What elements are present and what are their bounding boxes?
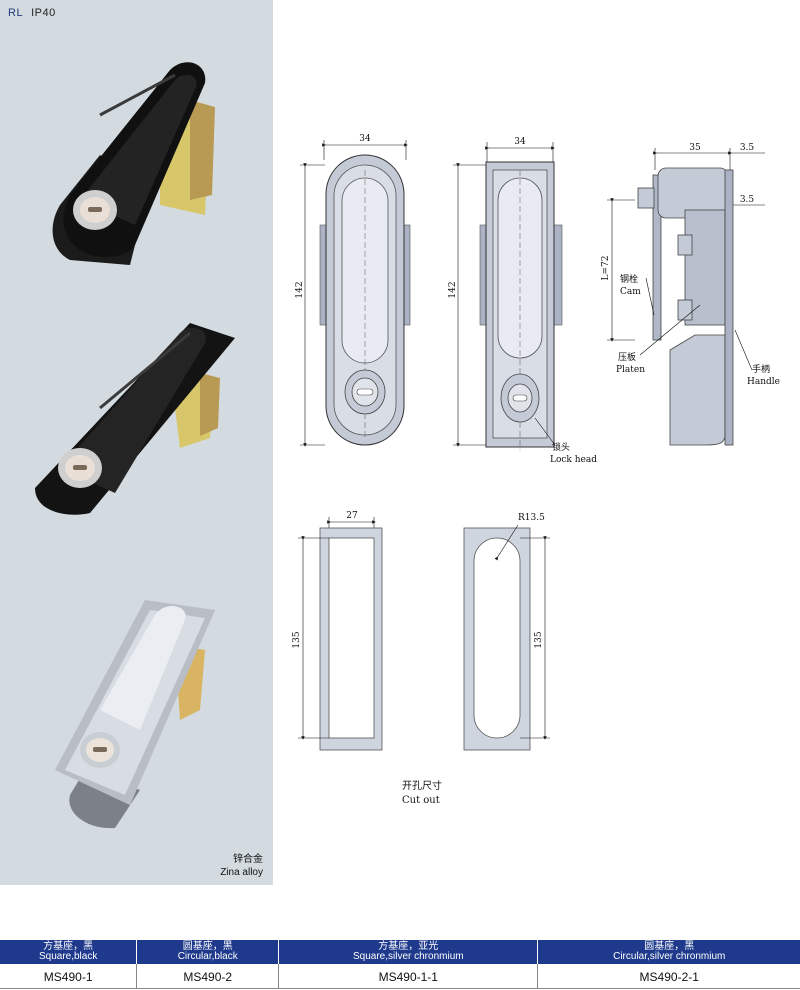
platen-label-zh: 压板 <box>618 351 636 363</box>
handle-label-zh: 手柄 <box>752 363 770 375</box>
cutout-round-height-dim: 135 <box>534 631 544 648</box>
cutout-caption-zh: 开孔尺寸 <box>402 781 442 792</box>
cutout-square: 27 135 <box>292 511 383 751</box>
brand-name: RL <box>8 7 24 19</box>
cutout-round: R13.5 135 <box>463 513 550 751</box>
handle-label-en: Handle <box>747 377 780 387</box>
back-height-dim: 142 <box>448 281 458 298</box>
model-code-1: MS490-1 <box>0 964 137 989</box>
ip-rating: IP40 <box>31 7 56 19</box>
model-table-row: MS490-1 MS490-2 MS490-1-1 MS490-2-1 <box>0 964 800 989</box>
side-view: 35 3.5 3.5 L=72 钢栓 Cam 压板 Platen 手柄 Hand… <box>601 143 780 446</box>
back-view: 34 142 锁头 Lock head <box>448 137 597 465</box>
model-code-3: MS490-1-1 <box>278 964 538 989</box>
product-photo-square-black <box>52 62 215 265</box>
front-width-dim: 34 <box>359 134 371 144</box>
product-photo-panel: RL IP40 锌合金 Zina alloy <box>0 0 273 885</box>
technical-drawing: 34 142 34 142 锁头 Lock head <box>292 134 780 751</box>
material-label: 锌合金 Zina alloy <box>220 853 263 879</box>
back-width-dim: 34 <box>514 137 526 147</box>
cutout-caption-en: Cut out <box>402 795 440 806</box>
lock-head-label-en: Lock head <box>550 455 597 465</box>
material-en: Zina alloy <box>220 867 263 878</box>
front-view: 34 142 <box>295 134 411 447</box>
material-zh: 锌合金 <box>233 854 263 865</box>
cutout-square-height-dim: 135 <box>292 631 302 648</box>
front-height-dim: 142 <box>295 281 305 298</box>
lock-head-label-zh: 锁头 <box>552 441 570 453</box>
side-length-dim: L=72 <box>601 256 611 281</box>
cam-label-zh: 钢栓 <box>620 273 638 285</box>
brand-label: RL IP40 <box>8 7 56 19</box>
product-photo-circular-black <box>35 323 235 515</box>
cutout-round-radius-dim: R13.5 <box>518 513 545 523</box>
side-top-dim: 35 <box>689 143 701 153</box>
cam-label-en: Cam <box>620 287 641 297</box>
model-code-4: MS490-2-1 <box>537 964 800 989</box>
side-right-dim: 3.5 <box>740 195 755 205</box>
cutout-caption: 开孔尺寸 Cut out <box>402 780 442 808</box>
side-top-dim2: 3.5 <box>740 143 755 153</box>
cutout-square-width-dim: 27 <box>346 511 358 521</box>
platen-label-en: Platen <box>616 365 645 375</box>
model-code-2: MS490-2 <box>136 964 279 989</box>
product-photo-square-silver <box>55 600 215 829</box>
